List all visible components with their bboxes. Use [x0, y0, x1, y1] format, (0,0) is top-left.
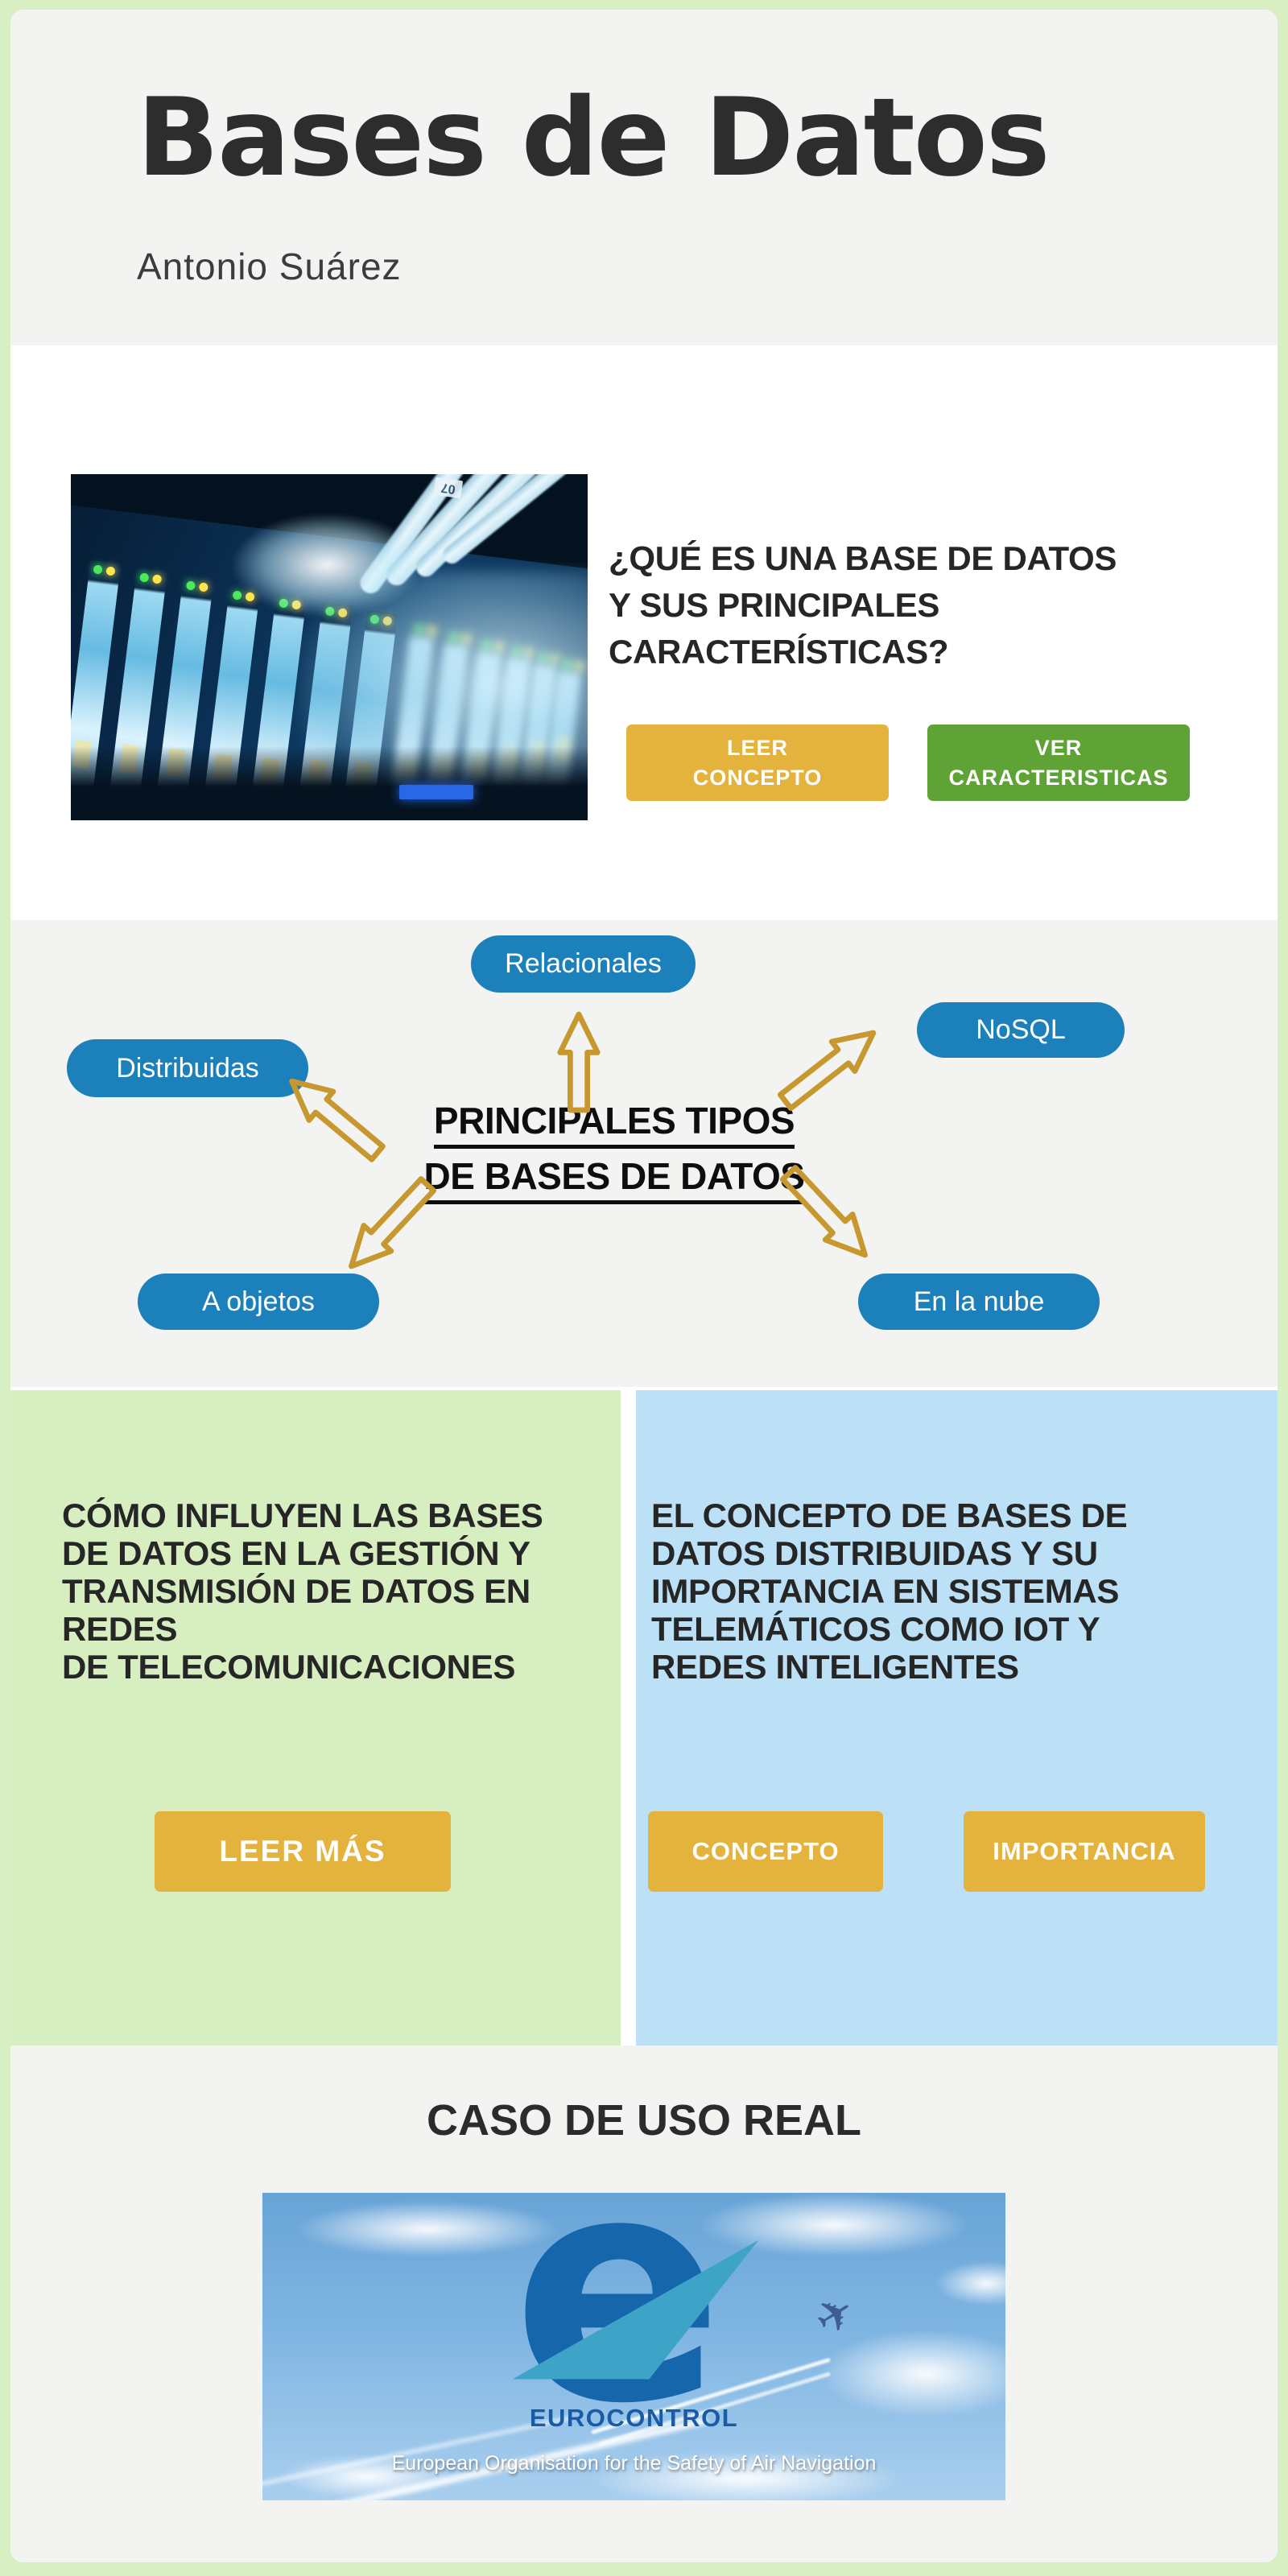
mindmap-title: PRINCIPALES TIPOS DE BASES DE DATOS — [353, 1099, 876, 1210]
header-section: Bases de Datos Antonio Suárez — [10, 10, 1278, 345]
usecase-heading: CASO DE USO REAL — [426, 2096, 862, 2145]
intro-heading: ¿QUÉ ES UNA BASE DE DATOS Y SUS PRINCIPA… — [609, 539, 1117, 671]
eurocontrol-image: e ✈ EUROCONTROL European Organisation fo… — [262, 2193, 1005, 2500]
mindmap-title-line2: DE BASES DE DATOS — [423, 1154, 805, 1204]
mindmap-node-relacionales: Relacionales — [471, 935, 696, 993]
leer-concepto-button[interactable]: LEER CONCEPTO — [626, 724, 889, 801]
mindmap-node-en-la-nube: En la nube — [858, 1274, 1100, 1330]
card-telecom-heading: CÓMO INFLUYEN LAS BASES DE DATOS EN LA G… — [62, 1496, 543, 1686]
mindmap-node-nosql: NoSQL — [917, 1002, 1125, 1058]
eurocontrol-logo-icon: e — [512, 2214, 759, 2410]
server-room-image: 07 — [71, 474, 588, 820]
mindmap-title-line1: PRINCIPALES TIPOS — [433, 1099, 795, 1149]
arrow-up-left-icon — [273, 1060, 396, 1174]
intro-section: 07 ¿QUÉ ES UNA BASE DE DATOS Y SUS PRINC… — [10, 345, 1278, 920]
arrow-up-icon — [555, 1011, 603, 1113]
cloud — [295, 2201, 560, 2257]
arrow-down-right-icon — [768, 1154, 886, 1275]
card-telecom: CÓMO INFLUYEN LAS BASES DE DATOS EN LA G… — [10, 1390, 621, 2046]
eurocontrol-wordmark: EUROCONTROL — [529, 2404, 739, 2432]
eurocontrol-tagline: European Organisation for the Safety of … — [391, 2452, 877, 2475]
leer-mas-button[interactable]: LEER MÁS — [155, 1811, 451, 1892]
author-name: Antonio Suárez — [137, 246, 402, 287]
concepto-button[interactable]: CONCEPTO — [648, 1811, 883, 1892]
mindmap-section: Relacionales NoSQL Distribuidas A objeto… — [10, 920, 1278, 1387]
arrow-up-right-icon — [766, 1011, 891, 1124]
rack-bottom-shadow — [71, 746, 588, 820]
mindmap-node-a-objetos: A objetos — [138, 1274, 379, 1330]
arrow-down-left-icon — [331, 1165, 448, 1286]
mindmap-node-distribuidas: Distribuidas — [67, 1039, 308, 1097]
light-flare — [230, 513, 423, 617]
led-display — [399, 785, 473, 799]
card-distribuidas-heading: EL CONCEPTO DE BASES DE DATOS DISTRIBUID… — [651, 1496, 1128, 1686]
airplane-icon: ✈ — [805, 2283, 865, 2348]
cloud — [818, 2330, 1005, 2418]
cable-label: 07 — [433, 477, 464, 499]
cloud — [697, 2193, 971, 2257]
card-distribuidas: EL CONCEPTO DE BASES DE DATOS DISTRIBUID… — [636, 1390, 1278, 2046]
content-panel: Bases de Datos Antonio Suárez 07 — [10, 10, 1278, 2562]
usecase-section: CASO DE USO REAL e ✈ EUROCONTROL Europea… — [10, 2046, 1278, 2562]
page-title: Bases de Datos — [137, 75, 1051, 200]
cards-section: CÓMO INFLUYEN LAS BASES DE DATOS EN LA G… — [10, 1387, 1278, 2046]
cloud — [935, 2261, 1005, 2306]
ver-caracteristicas-button[interactable]: VER CARACTERISTICAS — [927, 724, 1190, 801]
importancia-button[interactable]: IMPORTANCIA — [964, 1811, 1205, 1892]
cloud — [584, 2450, 906, 2500]
